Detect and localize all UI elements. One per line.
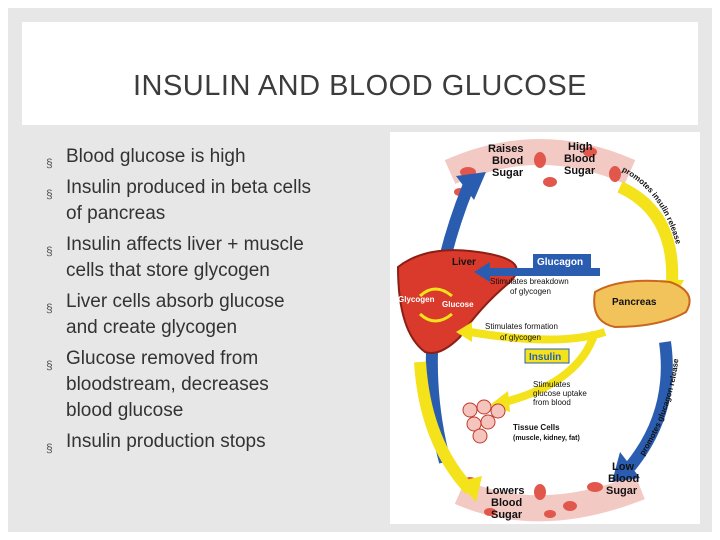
bullet-marker: § xyxy=(46,187,53,201)
artery-bottom xyxy=(454,474,645,522)
bullet-marker: § xyxy=(46,358,53,372)
title-box: INSULIN AND BLOOD GLUCOSE xyxy=(22,22,698,125)
low-line3: Sugar xyxy=(606,485,638,497)
insulin-label: Insulin xyxy=(529,352,561,363)
slide-title: INSULIN AND BLOOD GLUCOSE xyxy=(132,70,588,102)
uptake-arrow xyxy=(503,330,599,406)
lowers-line3: Sugar xyxy=(491,509,523,521)
bullet-text: Liver cells absorb glucose xyxy=(66,291,285,312)
low-line1: Low xyxy=(612,461,634,473)
blue-arrow-right-head xyxy=(612,452,640,482)
high-line2: Blood xyxy=(564,153,595,165)
bullet-text: blood glucose xyxy=(66,400,184,421)
tissue-label-line1: Tissue Cells xyxy=(513,423,560,432)
bullet-marker: § xyxy=(46,301,53,315)
bullet-item: § Insulin affects liver + muscle cells tha… xyxy=(44,232,384,284)
glucagon-badge xyxy=(533,254,591,268)
pancreas-shape xyxy=(593,279,691,329)
yellow-arrow-right xyxy=(617,181,679,283)
stim-uptake-line1: Stimulates xyxy=(533,380,570,389)
stim-breakdown-line1: Stimulates breakdown xyxy=(490,277,569,286)
bullet-item: § Liver cells absorb glucose and create gl… xyxy=(44,289,384,341)
bullet-text: cells that store glycogen xyxy=(66,260,270,281)
insulin-badge xyxy=(524,348,570,364)
bullet-marker: § xyxy=(46,244,53,258)
bullet-list: § Blood glucose is high § Insulin produced… xyxy=(44,144,384,460)
liver-label: Liver xyxy=(452,257,476,268)
bullet-text: Blood glucose is high xyxy=(66,146,246,167)
raises-line2: Blood xyxy=(492,155,523,167)
bullet-text: Insulin produced in beta cells xyxy=(66,177,312,198)
tissue-label-line2: (muscle, kidney, fat) xyxy=(513,435,580,442)
bullet-text: Insulin affects liver + muscle xyxy=(66,234,304,255)
glucagon-label: Glucagon xyxy=(537,257,583,268)
high-line1: High xyxy=(568,141,593,153)
insulin-arrow-head xyxy=(456,322,472,342)
bullet-item: § Blood glucose is high xyxy=(44,144,384,170)
cycle-arrow-icon xyxy=(418,312,453,323)
bullet-text: of pancreas xyxy=(66,203,166,224)
low-line2: Blood xyxy=(608,473,639,485)
cycle-arrow-icon xyxy=(418,287,453,298)
stim-formation-line1: Stimulates formation xyxy=(485,322,558,331)
glucose-label: Glucose xyxy=(442,300,474,309)
tissue-cells xyxy=(462,399,506,444)
stim-uptake-line2: glucose uptake xyxy=(533,389,587,398)
bullet-marker: § xyxy=(46,156,53,170)
glucagon-arrow-head xyxy=(474,262,490,282)
yellow-arrow-left-head xyxy=(458,476,482,502)
yellow-arrow-left xyxy=(414,361,475,495)
glucose-regulation-diagram: Liver Glycogen Glucose Glucagon Stimulat… xyxy=(390,132,700,524)
pancreas-label: Pancreas xyxy=(612,297,657,308)
blue-arrow-left-head xyxy=(456,172,486,200)
glycogen-label: Glycogen xyxy=(398,295,435,304)
stim-uptake-line3: from blood xyxy=(533,398,571,407)
raises-line1: Raises xyxy=(488,143,523,155)
bullet-text: and create glycogen xyxy=(66,317,238,338)
blue-arrow-right xyxy=(625,341,673,471)
bullet-item: § Insulin produced in beta cells of pancre… xyxy=(44,175,384,227)
diagram-svg: Liver Glycogen Glucose Glucagon Stimulat… xyxy=(396,139,691,522)
bullet-text: Glucose removed from xyxy=(66,348,259,369)
stim-breakdown-line2: of glycogen xyxy=(510,287,551,296)
bullet-marker: § xyxy=(46,441,53,455)
lowers-line1: Lowers xyxy=(486,485,525,497)
bullet-text: bloodstream, decreases xyxy=(66,374,269,395)
bullet-text: Insulin production stops xyxy=(66,431,266,452)
lowers-line2: Blood xyxy=(491,497,522,509)
high-line3: Sugar xyxy=(564,165,596,177)
bullet-item: § Insulin production stops xyxy=(44,429,384,455)
bullet-item: § Glucose removed from bloodstream, decrea… xyxy=(44,346,384,424)
raises-line3: Sugar xyxy=(492,167,524,179)
stim-formation-line2: of glycogen xyxy=(500,333,541,342)
